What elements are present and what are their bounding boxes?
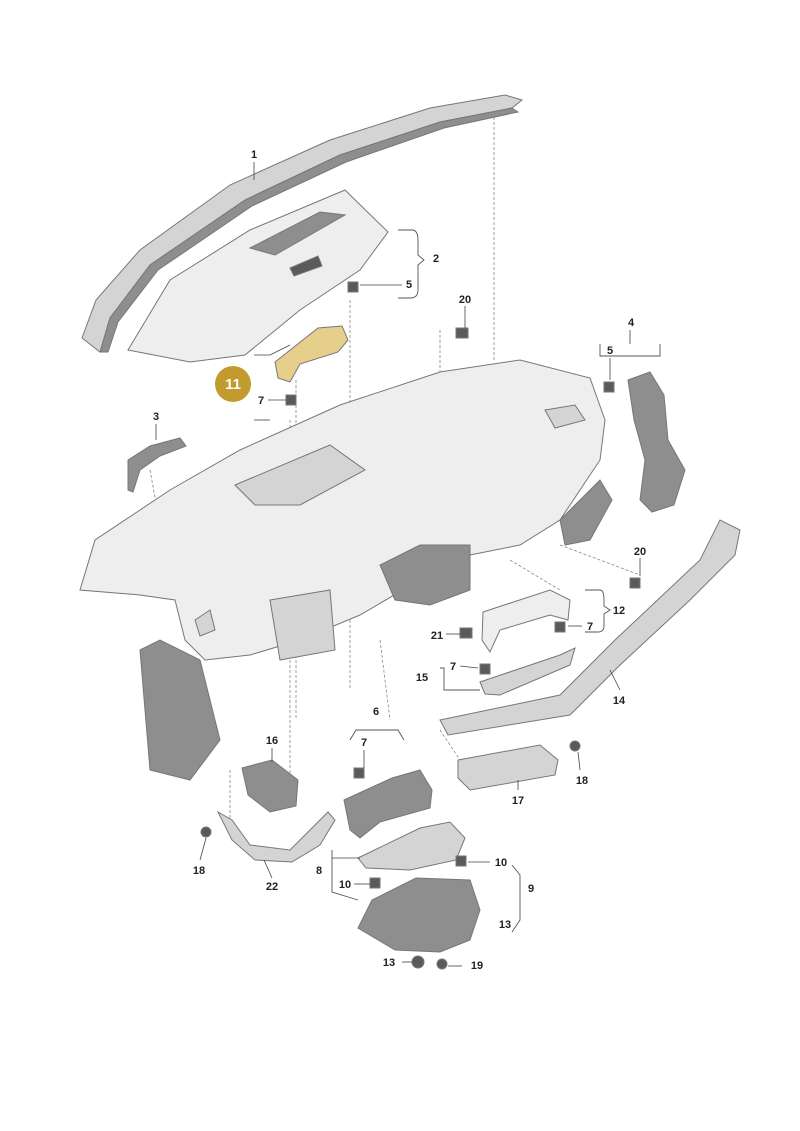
callout-2: 2 bbox=[433, 253, 439, 265]
leader-lines bbox=[155, 162, 661, 967]
callout-7-trim: 7 bbox=[587, 621, 593, 633]
callout-4: 4 bbox=[628, 317, 635, 329]
callout-6: 6 bbox=[373, 706, 379, 718]
highlight-badge: 11 bbox=[215, 366, 251, 402]
part-dashboard-body bbox=[79, 359, 613, 781]
part-6-bracket bbox=[343, 769, 433, 839]
callout-13-bottom: 13 bbox=[383, 957, 395, 969]
callout-20-right: 20 bbox=[634, 546, 646, 558]
part-12-trim bbox=[479, 589, 576, 696]
callout-9: 9 bbox=[528, 883, 534, 895]
part-17-vent bbox=[457, 744, 559, 791]
callout-14: 14 bbox=[613, 695, 626, 707]
callout-13-right: 13 bbox=[499, 919, 511, 931]
callout-18-left: 18 bbox=[193, 865, 205, 877]
part-4-side-grille bbox=[627, 371, 686, 513]
callout-19: 19 bbox=[471, 960, 483, 972]
callout-10-right: 10 bbox=[495, 857, 507, 869]
callout-17: 17 bbox=[512, 795, 524, 807]
part-22-trim bbox=[216, 810, 336, 863]
callout-labels: 1 2 3 4 5 5 6 7 7 7 7 8 9 10 10 12 13 13… bbox=[153, 149, 646, 972]
callout-3: 3 bbox=[153, 411, 159, 423]
callout-7-mid: 7 bbox=[450, 661, 456, 673]
part-9-lower-cover bbox=[357, 877, 481, 953]
part-3-bracket bbox=[127, 437, 187, 493]
part-11-highlighted bbox=[274, 325, 349, 383]
callout-7-left: 7 bbox=[258, 395, 264, 407]
callout-5-upper: 5 bbox=[406, 279, 412, 291]
callout-5-right: 5 bbox=[607, 345, 613, 357]
part-trim-strip bbox=[81, 94, 524, 353]
highlight-badge-circle bbox=[215, 366, 251, 402]
callout-21: 21 bbox=[431, 630, 443, 642]
callout-7-lower: 7 bbox=[361, 737, 367, 749]
part-14-lower-strip bbox=[439, 519, 741, 736]
highlight-badge-number: 11 bbox=[225, 376, 241, 393]
callout-8: 8 bbox=[316, 865, 322, 877]
callout-10-left: 10 bbox=[339, 879, 351, 891]
callout-12: 12 bbox=[613, 605, 625, 617]
callout-20-upper: 20 bbox=[459, 294, 471, 306]
callout-16: 16 bbox=[266, 735, 278, 747]
callout-22: 22 bbox=[266, 881, 278, 893]
callout-18-right: 18 bbox=[576, 775, 588, 787]
callout-15: 15 bbox=[416, 672, 428, 684]
part-upper-cover bbox=[127, 189, 389, 363]
part-8-column-cover bbox=[357, 821, 466, 871]
callout-1: 1 bbox=[251, 149, 257, 161]
